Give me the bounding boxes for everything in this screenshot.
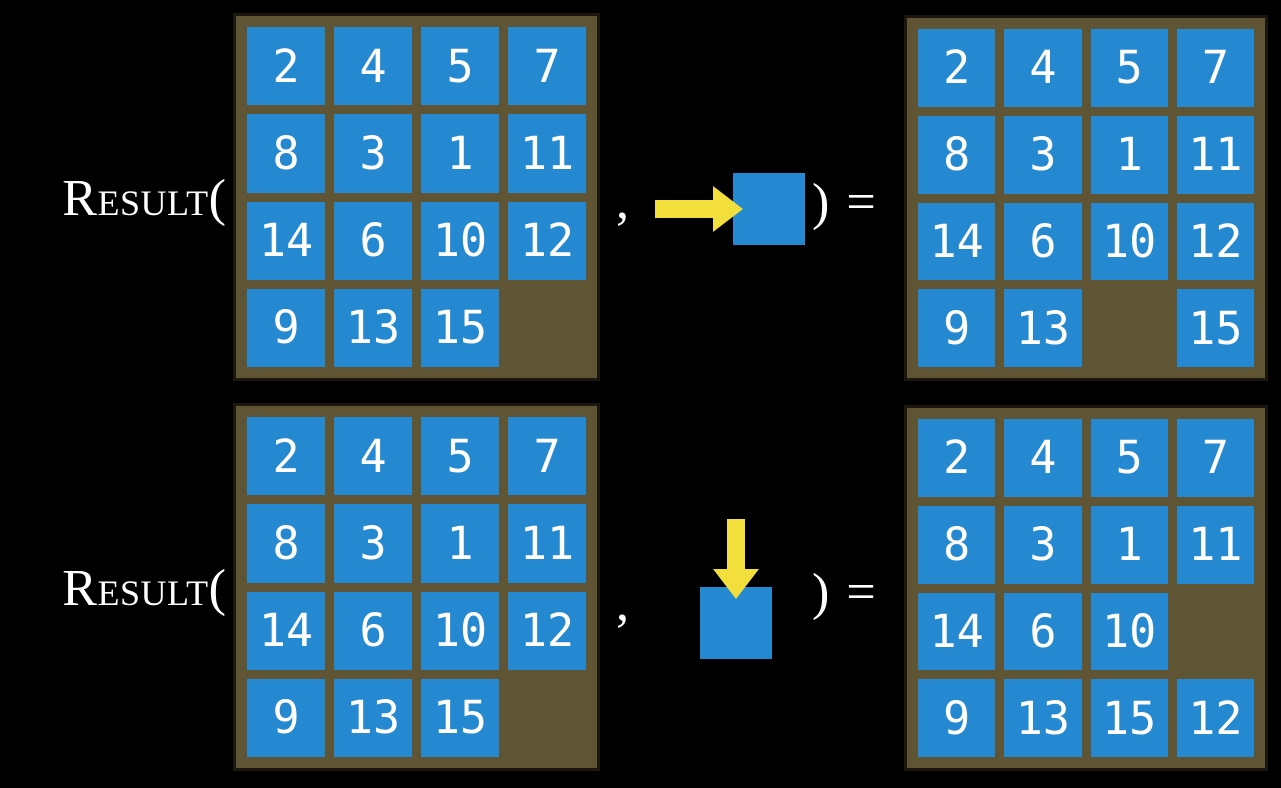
blank-tile-square <box>733 173 805 245</box>
tile-4: 4 <box>1004 29 1082 107</box>
comma-separator: , <box>616 173 629 230</box>
tile-1: 1 <box>1090 115 1168 194</box>
tile-3: 3 <box>1004 505 1082 584</box>
tile-3: 3 <box>1004 115 1082 194</box>
tile-7: 7 <box>1176 29 1254 107</box>
tile-3: 3 <box>334 114 412 193</box>
equals-sign: = <box>846 564 876 621</box>
tile-2: 2 <box>247 417 325 496</box>
tile-9: 9 <box>918 679 996 757</box>
tile-7: 7 <box>508 27 586 106</box>
tile-11: 11 <box>1176 115 1254 194</box>
open-paren: ( <box>208 170 226 227</box>
tile-4: 4 <box>334 417 412 496</box>
tile-7: 7 <box>1176 419 1254 497</box>
tile-12: 12 <box>508 591 586 670</box>
tile-14: 14 <box>247 591 325 670</box>
tile-8: 8 <box>918 505 996 584</box>
tile-6: 6 <box>334 591 412 670</box>
result-function-label: Result( <box>0 394 226 784</box>
tile-10: 10 <box>1090 592 1168 671</box>
tile-14: 14 <box>918 592 996 671</box>
tile-13: 13 <box>334 678 412 757</box>
action-move-down <box>700 519 772 659</box>
tile-13: 13 <box>1004 289 1082 367</box>
tile-12: 12 <box>508 201 586 280</box>
tile-4: 4 <box>334 27 412 106</box>
tile-5: 5 <box>1090 29 1168 107</box>
tile-2: 2 <box>918 419 996 497</box>
tile-10: 10 <box>421 201 499 280</box>
tile-4: 4 <box>1004 419 1082 497</box>
tile-5: 5 <box>421 27 499 106</box>
tile-13: 13 <box>1004 679 1082 757</box>
tile-15: 15 <box>421 678 499 757</box>
tile-11: 11 <box>508 114 586 193</box>
tile-11: 11 <box>1176 505 1254 584</box>
tile-6: 6 <box>1004 592 1082 671</box>
open-paren: ( <box>208 560 226 617</box>
tile-1: 1 <box>421 114 499 193</box>
blank-tile-square <box>700 587 772 659</box>
blank-cell <box>1177 593 1254 671</box>
blank-cell <box>1091 289 1168 367</box>
blank-cell <box>508 679 586 757</box>
right-arrow-icon <box>655 186 743 232</box>
tile-12: 12 <box>1176 679 1254 757</box>
comma-separator: , <box>616 575 629 632</box>
tile-10: 10 <box>421 591 499 670</box>
tile-9: 9 <box>247 678 325 757</box>
tile-13: 13 <box>334 288 412 367</box>
tile-2: 2 <box>918 29 996 107</box>
tile-15: 15 <box>1090 679 1168 757</box>
action-move-right <box>655 173 805 245</box>
equals-sign: = <box>846 174 876 231</box>
tile-9: 9 <box>247 288 325 367</box>
tile-7: 7 <box>508 417 586 496</box>
function-name: Result <box>62 170 209 227</box>
tile-15: 15 <box>421 288 499 367</box>
tile-6: 6 <box>334 201 412 280</box>
close-paren: ) <box>812 174 830 231</box>
tile-12: 12 <box>1176 202 1254 281</box>
result-function-label: Result( <box>0 4 226 394</box>
tile-5: 5 <box>421 417 499 496</box>
function-name: Result <box>62 560 209 617</box>
tile-11: 11 <box>508 504 586 583</box>
tile-2: 2 <box>247 27 325 106</box>
tile-8: 8 <box>247 504 325 583</box>
close-paren-equals: ) = <box>812 398 876 788</box>
blank-cell <box>508 289 586 367</box>
tile-6: 6 <box>1004 202 1082 281</box>
tile-5: 5 <box>1090 419 1168 497</box>
close-paren-equals: ) = <box>812 8 876 398</box>
tile-10: 10 <box>1090 202 1168 281</box>
tile-1: 1 <box>421 504 499 583</box>
tile-14: 14 <box>247 201 325 280</box>
tile-15: 15 <box>1176 289 1254 367</box>
tile-3: 3 <box>334 504 412 583</box>
tile-9: 9 <box>918 289 996 367</box>
tile-1: 1 <box>1090 505 1168 584</box>
tile-8: 8 <box>918 115 996 194</box>
down-arrow-icon <box>713 519 759 599</box>
close-paren: ) <box>812 564 830 621</box>
tile-8: 8 <box>247 114 325 193</box>
tile-14: 14 <box>918 202 996 281</box>
